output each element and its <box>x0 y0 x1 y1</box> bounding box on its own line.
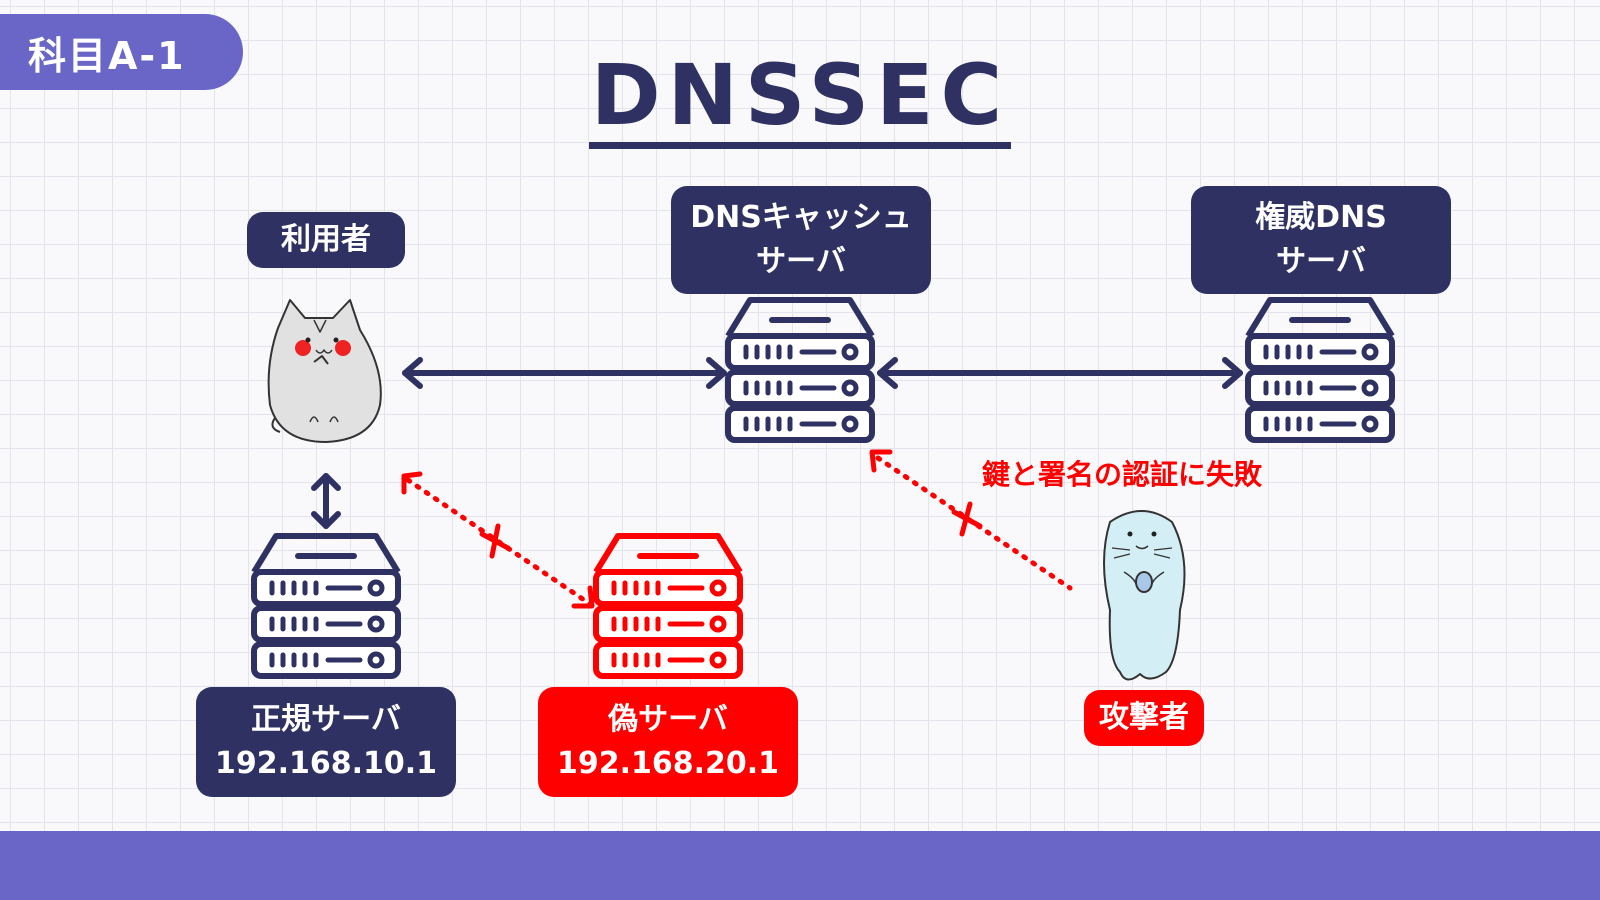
fake-arrowhead-server <box>571 585 595 609</box>
fake-server-name: 偽サーバ <box>608 702 728 737</box>
fake-server-icon <box>596 536 740 676</box>
fake-server-label: 偽サーバ 192.168.20.1 <box>538 687 798 797</box>
cat-user-icon <box>267 299 382 443</box>
attacker-x-mark <box>951 501 983 537</box>
cache-server-label-line2: サーバ <box>756 244 846 279</box>
cache-auth-arrowhead-left <box>877 357 898 389</box>
attacker-label: 攻撃者 <box>1084 690 1204 746</box>
legit-server-label: 正規サーバ 192.168.10.1 <box>196 687 456 797</box>
blocked-arrows <box>401 449 1073 609</box>
legit-server-ip: 192.168.10.1 <box>214 746 438 781</box>
auth-server-label: 権威DNS サーバ <box>1191 186 1451 294</box>
connection-arrows <box>311 357 1243 529</box>
seal-attacker-icon <box>1103 510 1186 681</box>
attacker-arrowhead-cache <box>869 449 893 473</box>
legit-server-icon <box>254 536 398 676</box>
user-label: 利用者 <box>247 212 405 268</box>
cache-server-label-line1: DNSキャッシュ <box>690 200 912 235</box>
attacker-label-text: 攻撃者 <box>1099 700 1189 735</box>
user-cache-arrowhead-right <box>706 357 727 389</box>
fake-x-mark <box>479 523 511 559</box>
subject-tag-text: 科目A-1 <box>28 33 186 78</box>
auth-server-label-line2: サーバ <box>1276 244 1366 279</box>
auth-server-icon <box>1248 300 1392 440</box>
user-legit-arrowhead-up <box>311 473 341 491</box>
auth-server-label-line1: 権威DNS <box>1255 200 1387 235</box>
user-cache-arrowhead-left <box>402 357 423 389</box>
user-label-text: 利用者 <box>281 222 371 257</box>
page-title-text: DNSSEC <box>588 48 1012 149</box>
fake-server-ip: 192.168.20.1 <box>556 746 780 781</box>
page-title: DNSSEC <box>0 46 1600 149</box>
subject-tag: 科目A-1 <box>0 14 243 90</box>
cache-server-icon <box>728 300 872 440</box>
footer-bar <box>0 831 1600 900</box>
cache-auth-arrowhead-right <box>1222 357 1243 389</box>
cache-server-label: DNSキャッシュ サーバ <box>671 186 931 294</box>
user-legit-arrowhead-down <box>311 511 341 529</box>
auth-failure-note: 鍵と署名の認証に失敗 <box>982 458 1263 491</box>
legit-server-name: 正規サーバ <box>251 702 401 737</box>
fake-arrowhead-user <box>401 471 423 495</box>
